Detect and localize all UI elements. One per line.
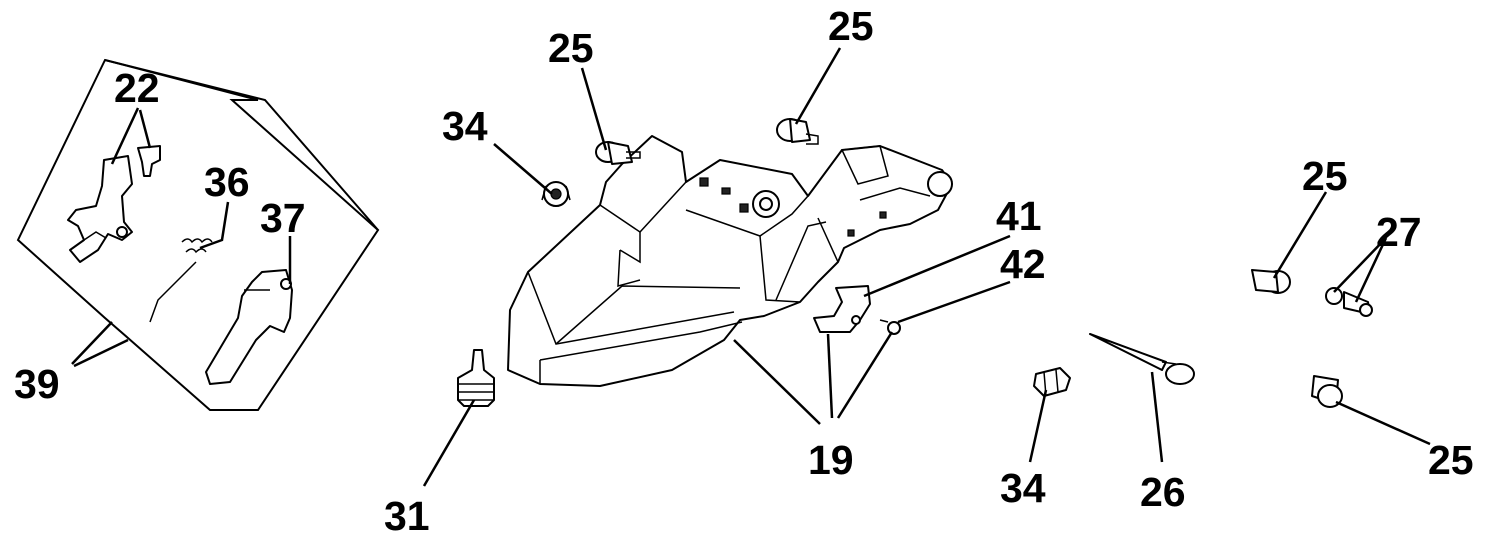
callout-34-lower: 34: [1000, 465, 1046, 511]
callout-25-right-bottom: 25: [1428, 437, 1474, 483]
throttle-lock-part: [67, 155, 133, 263]
callout-31: 31: [384, 493, 430, 539]
callout-25-upper-left: 25: [548, 25, 594, 71]
callout-42: 42: [1000, 241, 1046, 287]
bracket-part: [813, 285, 871, 333]
callout-39: 39: [14, 361, 60, 407]
throttle-trigger-part: [205, 269, 293, 385]
spacer-part-right-top: [1251, 269, 1291, 294]
callout-19: 19: [808, 437, 854, 483]
spacer-part-upper-right: [776, 118, 819, 145]
callout-25-upper-right: 25: [828, 3, 874, 49]
callout-labels: 22 36 37 39 34 25 25 31 19 41 42 34 26 2…: [14, 3, 1474, 539]
group-outline-top: [104, 59, 379, 231]
callout-25-right-top: 25: [1302, 153, 1348, 199]
lock-clip-part: [137, 145, 161, 177]
spring-part: [149, 238, 213, 323]
screw-with-washer-part: [1325, 287, 1373, 317]
spacer-part-upper-left: [595, 141, 641, 165]
trigger-assembly-group-outline: [16, 58, 380, 411]
callout-27: 27: [1376, 209, 1422, 255]
callout-41: 41: [996, 193, 1042, 239]
leader-lines: [71, 47, 1431, 487]
long-screw-part: [1089, 333, 1195, 385]
handle-housing-part: [507, 135, 953, 387]
small-screw-part: [879, 319, 901, 335]
spacer-part-right-bottom: [1311, 375, 1343, 408]
nut-part-upper: [541, 181, 571, 207]
plug-part: [457, 349, 495, 407]
nut-part-lower: [1033, 367, 1071, 397]
callout-26: 26: [1140, 469, 1186, 515]
callout-36: 36: [204, 159, 250, 205]
callout-22: 22: [114, 65, 160, 111]
callout-34-upper: 34: [442, 103, 488, 149]
callout-37: 37: [260, 195, 306, 241]
